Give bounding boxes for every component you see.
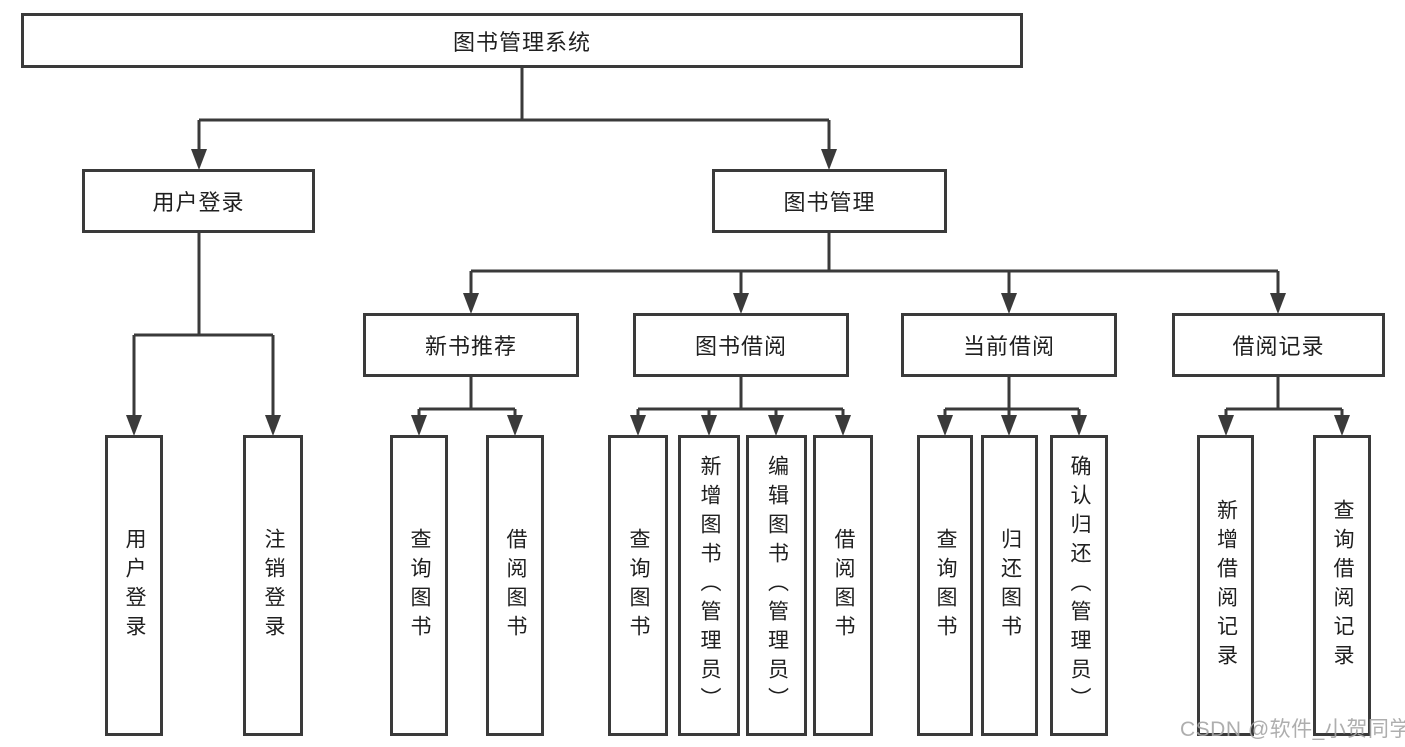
node-leaf-edit-books-admin: 编辑图书（管理员） <box>746 435 807 736</box>
node-leaf-borrow-books-borrowing: 借阅图书 <box>813 435 873 736</box>
arrow-down-icon <box>1001 415 1017 436</box>
arrow-down-icon <box>701 415 717 436</box>
node-new-book-recommendation: 新书推荐 <box>363 313 579 377</box>
arrow-down-icon <box>630 415 646 436</box>
csdn-watermark: CSDN @软件_小贺同学 <box>1180 718 1405 741</box>
node-book-management: 图书管理 <box>712 169 947 233</box>
arrow-down-icon <box>265 415 281 436</box>
node-borrowing-records: 借阅记录 <box>1172 313 1385 377</box>
node-user-login: 用户登录 <box>82 169 315 233</box>
node-leaf-add-borrow-record: 新增借阅记录 <box>1197 435 1254 736</box>
node-book-borrowing: 图书借阅 <box>633 313 849 377</box>
connector-stems <box>132 68 1344 416</box>
arrow-down-icon <box>1218 415 1234 436</box>
arrow-down-icon <box>191 149 207 170</box>
arrow-down-icon <box>937 415 953 436</box>
arrow-down-icon <box>835 415 851 436</box>
arrow-down-icons <box>126 149 1350 436</box>
node-leaf-query-books-recommendation: 查询图书 <box>390 435 448 736</box>
arrow-down-icon <box>768 415 784 436</box>
arrow-down-icon <box>1334 415 1350 436</box>
node-current-borrowing: 当前借阅 <box>901 313 1117 377</box>
node-leaf-borrow-books-recommendation: 借阅图书 <box>486 435 544 736</box>
node-root-system: 图书管理系统 <box>21 13 1023 68</box>
node-leaf-query-books-current: 查询图书 <box>917 435 973 736</box>
node-leaf-user-login: 用户登录 <box>105 435 163 736</box>
arrow-down-icon <box>1071 415 1087 436</box>
node-leaf-query-borrow-record: 查询借阅记录 <box>1313 435 1371 736</box>
node-leaf-logout: 注销登录 <box>243 435 303 736</box>
arrow-down-icon <box>733 293 749 314</box>
arrow-down-icon <box>1001 293 1017 314</box>
arrow-down-icon <box>507 415 523 436</box>
node-leaf-return-books: 归还图书 <box>981 435 1038 736</box>
arrow-down-icon <box>463 293 479 314</box>
arrow-down-icon <box>821 149 837 170</box>
arrow-down-icon <box>126 415 142 436</box>
node-leaf-confirm-return-admin: 确认归还（管理员） <box>1050 435 1108 736</box>
arrow-down-icon <box>411 415 427 436</box>
node-leaf-query-books-borrowing: 查询图书 <box>608 435 668 736</box>
arrow-down-icon <box>1270 293 1286 314</box>
node-leaf-add-books-admin: 新增图书（管理员） <box>678 435 740 736</box>
